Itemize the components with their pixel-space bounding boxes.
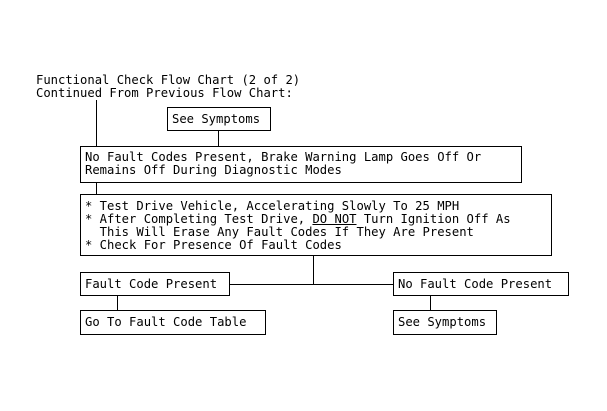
chart-subtitle: Continued From Previous Flow Chart: (36, 86, 293, 100)
see-symptoms-top-box: See Symptoms (167, 107, 271, 131)
test-drive-box: * Test Drive Vehicle, Accelerating Slowl… (80, 194, 552, 256)
connector-horizontal (230, 284, 393, 285)
see-symptoms-bottom-box: See Symptoms (393, 310, 497, 335)
no-fault-present-line1: No Fault Codes Present, Brake Warning La… (85, 150, 482, 164)
test-drive-line4: * Check For Presence Of Fault Codes (85, 238, 342, 252)
test-drive-line2-end: Turn Ignition Off As (356, 212, 511, 226)
fault-code-present-box: Fault Code Present (80, 272, 230, 296)
connector-mid (96, 183, 97, 194)
connector-split (313, 256, 314, 284)
go-to-fault-table-box: Go To Fault Code Table (80, 310, 266, 335)
connector-symptoms-down (218, 131, 219, 146)
connector-fault-down (117, 296, 118, 310)
test-drive-line1: * Test Drive Vehicle, Accelerating Slowl… (85, 199, 460, 213)
connector-left-down (96, 100, 97, 146)
do-not-emphasis: DO NOT (312, 212, 357, 226)
no-fault-code-present-box: No Fault Code Present (393, 272, 569, 296)
test-drive-line2-start: * After Completing Test Drive, (85, 212, 313, 226)
chart-title: Functional Check Flow Chart (2 of 2) (36, 73, 301, 87)
test-drive-line3: This Will Erase Any Fault Codes If They … (85, 225, 474, 239)
see-symptoms-top-label: See Symptoms (172, 112, 261, 126)
no-fault-code-present-label: No Fault Code Present (398, 277, 553, 291)
no-fault-present-line2: Remains Off During Diagnostic Modes (85, 163, 342, 177)
test-drive-line2: * After Completing Test Drive, DO NOT Tu… (85, 213, 511, 226)
no-fault-present-box: No Fault Codes Present, Brake Warning La… (80, 146, 522, 183)
fault-code-present-label: Fault Code Present (85, 277, 218, 291)
go-to-fault-table-label: Go To Fault Code Table (85, 315, 247, 329)
connector-nofault-down (430, 296, 431, 310)
see-symptoms-bottom-label: See Symptoms (398, 315, 487, 329)
